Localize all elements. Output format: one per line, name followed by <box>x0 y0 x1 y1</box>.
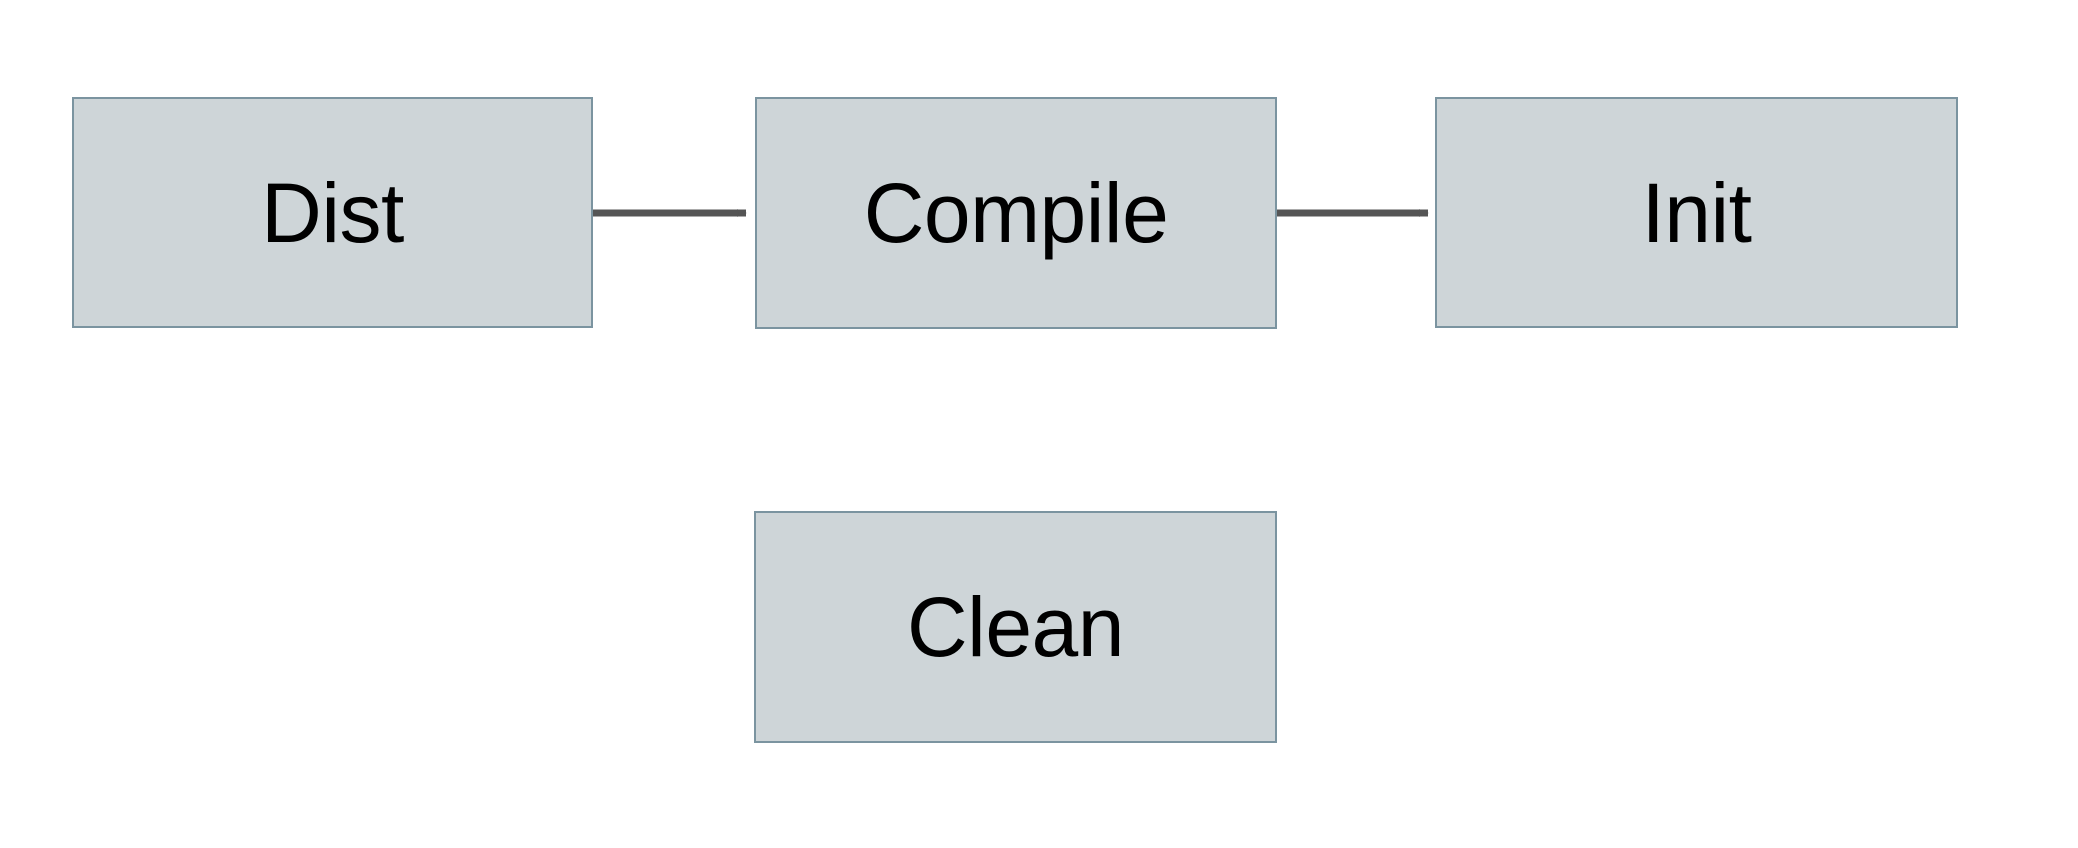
node-label: Init <box>1641 165 1752 260</box>
node-dist[interactable]: Dist <box>72 97 593 328</box>
node-clean[interactable]: Clean <box>754 511 1277 743</box>
node-label: Clean <box>907 580 1124 674</box>
node-init[interactable]: Init <box>1435 97 1958 328</box>
node-label: Compile <box>863 166 1169 260</box>
node-label: Dist <box>261 165 404 260</box>
node-compile[interactable]: Compile <box>755 97 1277 329</box>
